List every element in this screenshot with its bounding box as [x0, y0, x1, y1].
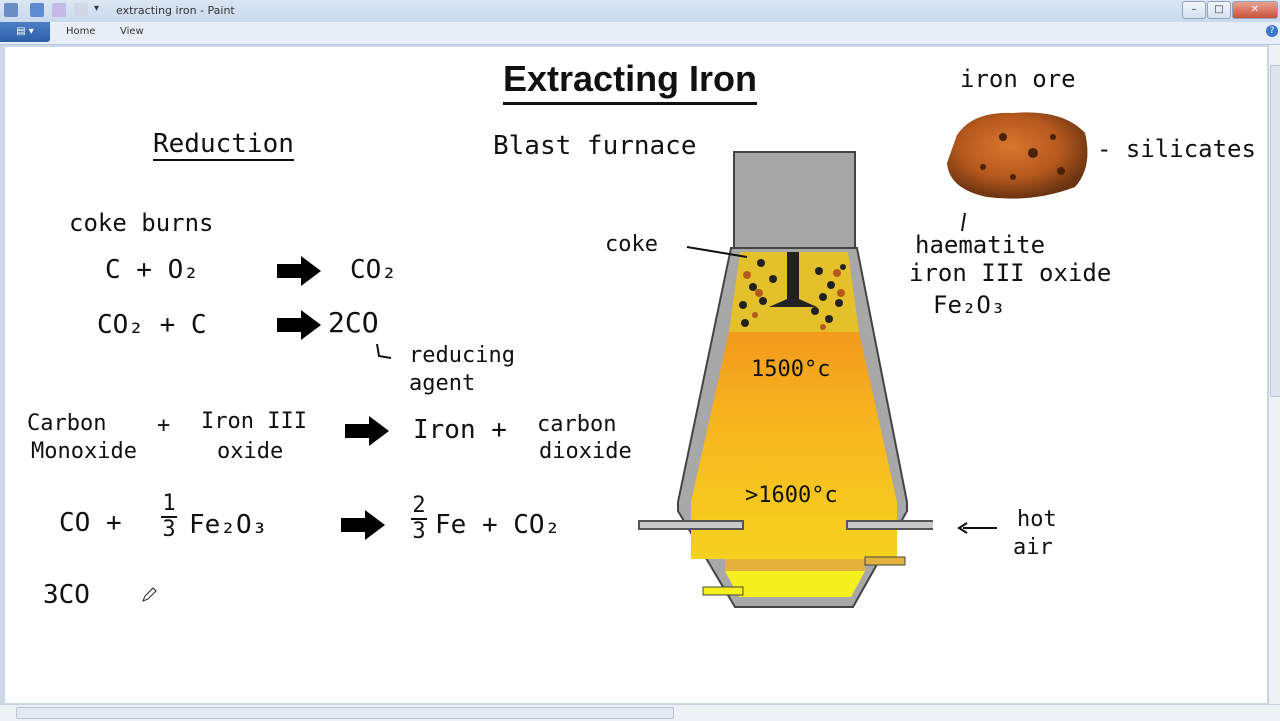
- iron-tap: [702, 586, 744, 596]
- hot-air-pipes: [638, 520, 933, 530]
- fraction-bar: [161, 516, 177, 518]
- iron-ore-pieces: [743, 269, 845, 330]
- temperature-1500: 1500°c: [751, 357, 831, 382]
- paint-app-icon[interactable]: [4, 3, 18, 17]
- fraction-two-thirds: 2 3: [411, 495, 427, 543]
- equation-4-start: 3CO: [43, 580, 90, 610]
- blast-furnace-heading: Blast furnace: [493, 131, 697, 161]
- word-eq-iron-plus: Iron +: [413, 415, 507, 445]
- temperature-1600: >1600°c: [745, 483, 838, 508]
- pencil-cursor-icon: [142, 587, 157, 602]
- reducing-agent-line-1: reducing: [409, 343, 515, 368]
- blast-furnace-diagram: [638, 151, 933, 608]
- haematite-pointer: [961, 212, 966, 232]
- vertical-scroll-thumb[interactable]: [1270, 65, 1280, 397]
- vertical-scrollbar[interactable]: [1268, 45, 1280, 705]
- ribbon: ▤ ▾ Home View ?: [0, 22, 1280, 45]
- maximize-button[interactable]: □: [1207, 1, 1231, 19]
- haematite-label: haematite: [915, 231, 1046, 259]
- equation-3-right: Fe + CO₂: [435, 510, 561, 540]
- hot-air-label-2: air: [1013, 535, 1053, 560]
- tab-home[interactable]: Home: [66, 26, 96, 37]
- iron-ore-image: [947, 112, 1088, 199]
- coke-burns-text: coke burns: [69, 209, 214, 237]
- help-icon[interactable]: ?: [1266, 25, 1278, 37]
- minimize-button[interactable]: –: [1182, 1, 1206, 19]
- iron-ore-label: iron ore: [960, 65, 1076, 93]
- hot-air-arrow: [957, 522, 997, 534]
- paint-menu-button[interactable]: ▤ ▾: [0, 22, 50, 42]
- coke-pieces: [739, 259, 846, 327]
- equation-2-arrow: [277, 310, 321, 340]
- silicates-label: - silicates: [1097, 135, 1256, 163]
- reduction-heading: Reduction: [153, 129, 294, 161]
- quick-access-dropdown-icon[interactable]: ▾: [94, 3, 100, 14]
- horizontal-scroll-thumb[interactable]: [16, 707, 674, 719]
- equation-1-right: CO₂: [350, 255, 397, 285]
- save-icon[interactable]: [52, 3, 66, 17]
- equation-3-co: CO +: [59, 508, 122, 538]
- equation-1-left: C + O₂: [105, 255, 199, 285]
- equation-1-arrow: [277, 256, 321, 286]
- hot-air-label-1: hot: [1017, 507, 1057, 532]
- equation-2-left: CO₂ + C: [97, 310, 207, 340]
- word-eq-oxide: oxide: [217, 439, 284, 464]
- pipe-base: [769, 299, 817, 307]
- iron-iii-oxide-label: iron III oxide: [909, 259, 1112, 287]
- word-eq-carbon: Carbon: [27, 411, 107, 436]
- word-eq-iron-iii: Iron III: [201, 409, 307, 434]
- central-pipe: [787, 252, 799, 302]
- equation-2-right: 2CO: [328, 306, 379, 339]
- coke-pointer-line: [686, 246, 748, 258]
- fe2o3-label: Fe₂O₃: [933, 291, 1006, 319]
- slag-layer: [725, 559, 865, 571]
- window-title: extracting iron - Paint: [116, 4, 235, 17]
- fraction-one-third: 1 3: [161, 493, 177, 541]
- word-equation-arrow: [345, 416, 389, 446]
- equation-3-fe2o3: Fe₂O₃: [189, 510, 268, 540]
- title-bar: ▾ extracting iron - Paint – □ ✕: [0, 0, 1280, 23]
- drawing-canvas[interactable]: Extracting Iron Reduction Blast furnace …: [5, 47, 1267, 703]
- equation-3-arrow: [341, 510, 385, 540]
- molten-iron-layer: [725, 571, 865, 597]
- fraction-numerator: 1: [162, 491, 176, 516]
- fraction-numerator: 2: [412, 493, 426, 518]
- undo-icon[interactable]: [30, 3, 44, 17]
- fraction-bar: [411, 518, 427, 520]
- furnace-top-chute: [733, 151, 856, 251]
- drawing-title: Extracting Iron: [503, 58, 758, 105]
- word-eq-carbon-2: carbon: [537, 412, 617, 437]
- horizontal-scrollbar[interactable]: [0, 704, 1280, 721]
- close-button[interactable]: ✕: [1232, 1, 1278, 19]
- reducing-agent-line-2: agent: [409, 371, 476, 396]
- redo-icon[interactable]: [74, 3, 88, 17]
- reducing-agent-pointer: [376, 343, 392, 359]
- word-eq-monoxide: Monoxide: [31, 439, 137, 464]
- molten-zone: [691, 332, 897, 559]
- coke-label: coke: [605, 232, 658, 257]
- slag-tap: [864, 556, 906, 566]
- tab-view[interactable]: View: [120, 26, 144, 37]
- fraction-denominator: 3: [162, 517, 176, 542]
- word-eq-plus: +: [157, 413, 171, 438]
- word-eq-dioxide: dioxide: [539, 439, 632, 464]
- fraction-denominator: 3: [412, 519, 426, 544]
